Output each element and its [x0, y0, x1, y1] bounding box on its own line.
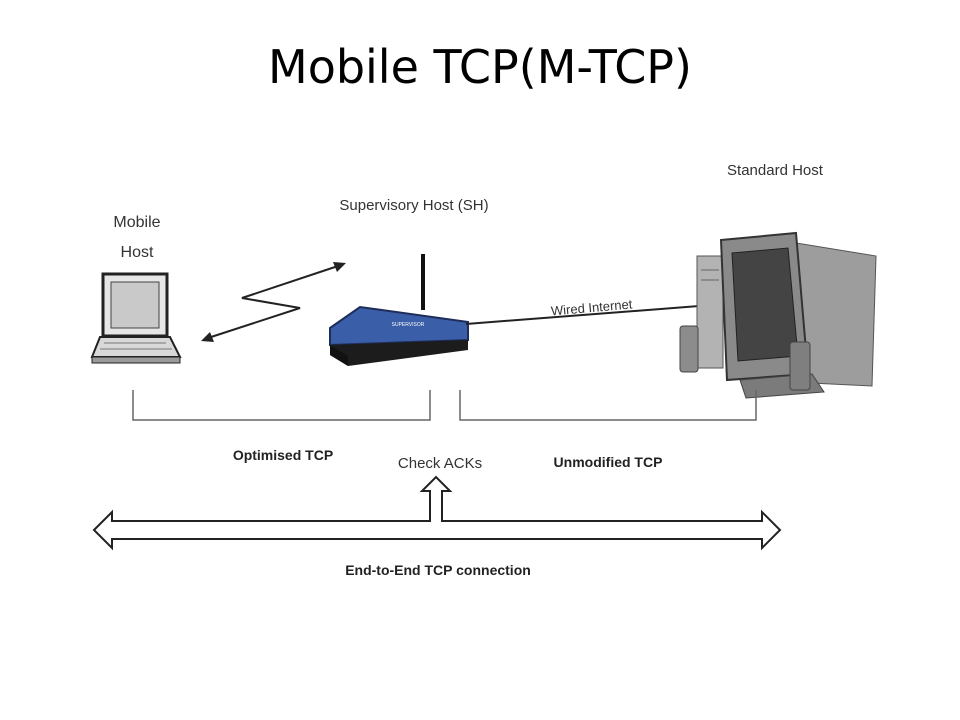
wired-internet-line — [465, 304, 713, 325]
unmodified-bracket — [459, 390, 757, 421]
check-acks-label: Check ACKs — [398, 455, 482, 472]
router-icon: SUPERVISOR — [329, 254, 469, 366]
desktop-computer-icon — [679, 231, 877, 399]
mobile-host-label-line1: Mobile — [113, 214, 160, 231]
end-to-end-tcp-label: End-to-End TCP connection — [345, 562, 531, 578]
optimised-tcp-label: Optimised TCP — [233, 447, 333, 463]
slide-title: Mobile TCP(M-TCP) — [268, 40, 692, 94]
optimised-bracket — [132, 390, 431, 421]
mobile-host-label-line2: Host — [121, 244, 154, 261]
end-to-end-arrow-icon — [92, 475, 782, 551]
router-device-text: SUPERVISOR — [392, 322, 425, 328]
unmodified-tcp-label: Unmodified TCP — [554, 454, 663, 470]
wired-internet-label: Wired Internet — [550, 296, 633, 318]
supervisory-host-label: Supervisory Host (SH) — [339, 197, 488, 214]
wireless-link-icon — [201, 262, 346, 342]
laptop-icon — [90, 272, 182, 364]
standard-host-label: Standard Host — [727, 162, 824, 179]
